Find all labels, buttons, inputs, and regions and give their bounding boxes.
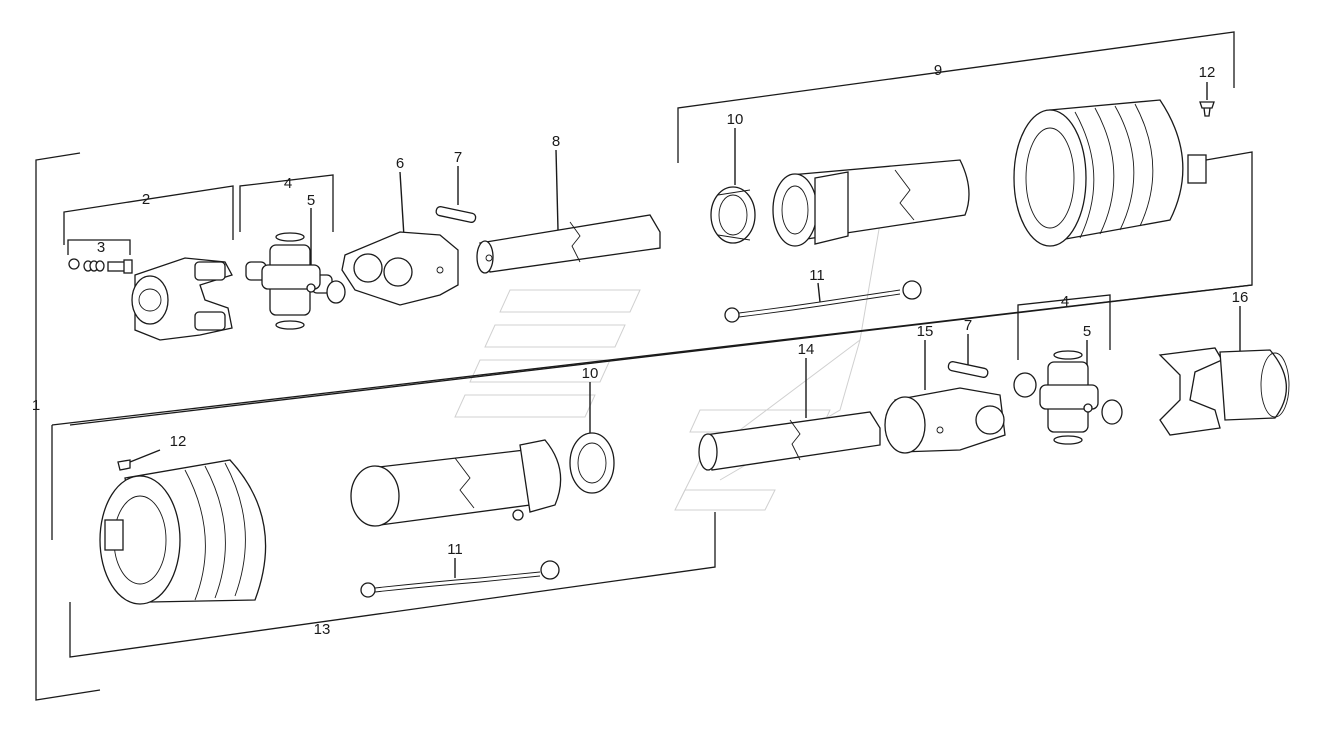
callout-2: 2 bbox=[142, 191, 150, 208]
callout-13: 13 bbox=[314, 621, 331, 638]
part-4-cross-kit-lower bbox=[1013, 350, 1123, 445]
part-3-bolt-set bbox=[68, 258, 133, 274]
bracket-2 bbox=[63, 185, 234, 245]
leader-12-lower bbox=[129, 449, 161, 463]
bracket-3 bbox=[67, 239, 131, 255]
part-9-bellows-guard bbox=[1013, 99, 1207, 247]
callout-4-lower: 4 bbox=[1061, 293, 1069, 310]
callout-1: 1 bbox=[32, 397, 40, 414]
callout-12-lower: 12 bbox=[170, 433, 187, 450]
part-15-inner-yoke-lower bbox=[884, 387, 1006, 454]
callout-7-upper: 7 bbox=[454, 149, 462, 166]
part-8-inner-profile-tube bbox=[476, 214, 661, 274]
part-7-spring-pin-lower bbox=[947, 361, 989, 378]
callout-labels: 1 2 3 4 5 6 7 8 9 10 11 12 13 14 15 16 4… bbox=[32, 62, 1249, 638]
part-14-outer-profile-tube bbox=[698, 411, 881, 471]
part-9-outer-guard-cone bbox=[772, 159, 970, 247]
callout-5-upper: 5 bbox=[307, 192, 315, 209]
callout-10-lower: 10 bbox=[582, 365, 599, 382]
bracket-4-upper bbox=[239, 174, 334, 232]
part-11-safety-chain-lower bbox=[360, 560, 560, 598]
part-11-safety-chain-upper bbox=[724, 280, 922, 323]
bracket-4-lower bbox=[1017, 294, 1111, 360]
shaft-axis-bracket bbox=[51, 284, 1253, 426]
callout-15: 15 bbox=[917, 323, 934, 340]
bracket-13-lower bbox=[69, 512, 716, 658]
part-7-spring-pin-upper bbox=[435, 206, 477, 223]
part-10-bearing-ring-upper bbox=[710, 186, 756, 244]
callout-10-upper: 10 bbox=[727, 111, 744, 128]
part-2-splined-yoke bbox=[131, 257, 233, 341]
part-12-screw-upper bbox=[1199, 101, 1215, 117]
callout-6: 6 bbox=[396, 155, 404, 172]
leader-8 bbox=[555, 149, 559, 231]
part-4-cross-kit-upper bbox=[245, 232, 346, 330]
part-12-screw-lower bbox=[117, 459, 131, 471]
callout-3: 3 bbox=[97, 239, 105, 256]
part-10-bearing-ring-lower bbox=[569, 432, 615, 494]
part-6-inner-yoke bbox=[341, 231, 459, 306]
leader-6 bbox=[399, 171, 405, 238]
callout-9: 9 bbox=[934, 62, 942, 79]
part-13-outer-tube-lower bbox=[350, 439, 562, 527]
callout-7-lower: 7 bbox=[964, 317, 972, 334]
callout-11-upper: 11 bbox=[809, 267, 825, 284]
callout-8: 8 bbox=[552, 133, 560, 150]
part-16-end-yoke bbox=[1158, 347, 1290, 436]
bracket-1 bbox=[35, 152, 101, 701]
callout-14: 14 bbox=[798, 341, 815, 358]
callout-5-lower: 5 bbox=[1083, 323, 1091, 340]
bracket-9-lower bbox=[69, 151, 1253, 426]
part-13-bellows-guard-lower bbox=[99, 459, 267, 605]
callout-12-upper: 12 bbox=[1199, 64, 1216, 81]
callout-11-lower: 11 bbox=[447, 541, 463, 558]
callout-16: 16 bbox=[1232, 289, 1249, 306]
bracket-9 bbox=[677, 31, 1235, 163]
leader-11-upper bbox=[817, 282, 821, 303]
callout-4-upper: 4 bbox=[284, 175, 292, 192]
